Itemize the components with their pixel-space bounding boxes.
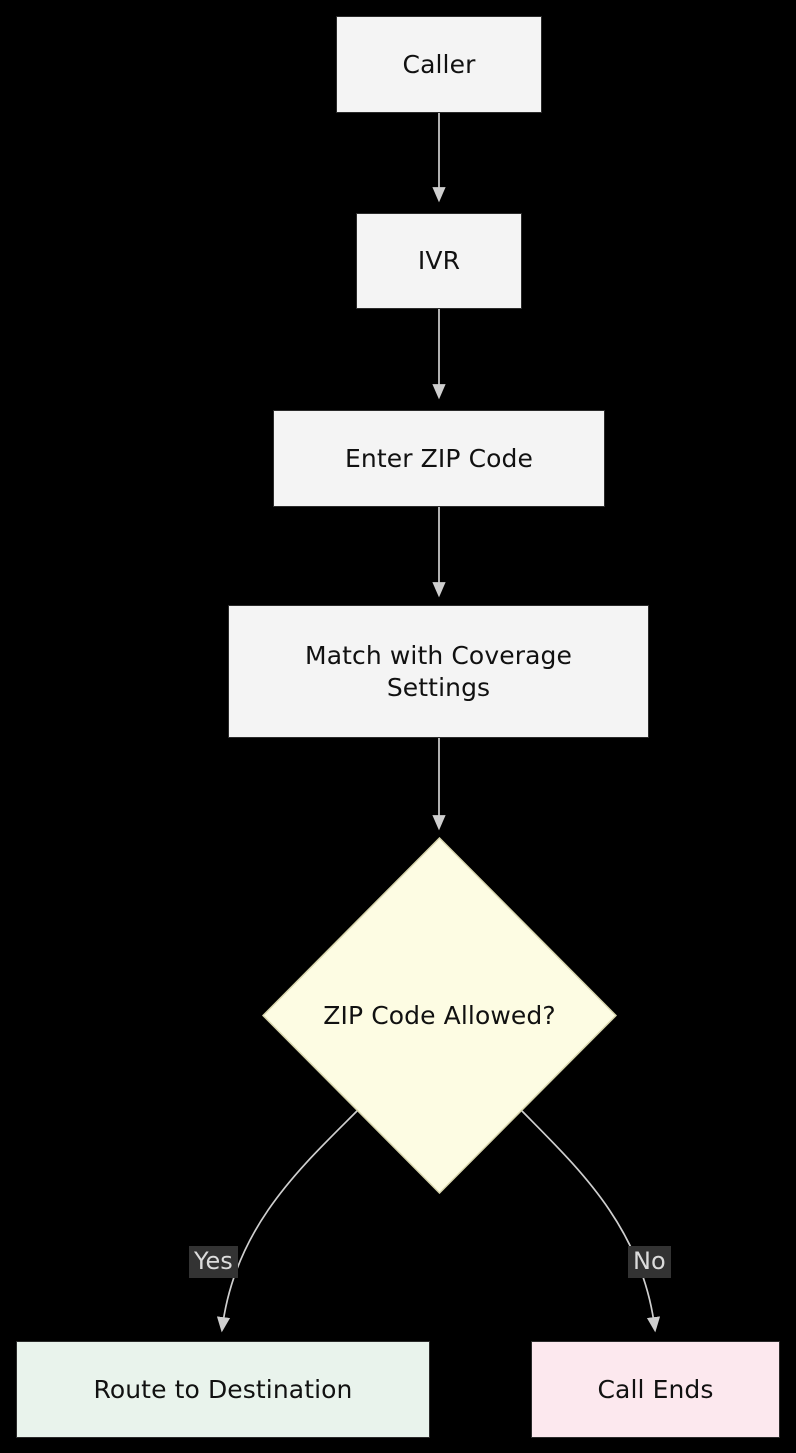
node-ivr-label: IVR [417,246,461,275]
node-enter-zip-code[interactable]: Enter ZIP Code [273,410,605,507]
node-call-ends[interactable]: Call Ends [531,1341,780,1438]
edge-label-no: No [628,1246,671,1279]
node-route-to-destination-label: Route to Destination [93,1374,353,1404]
node-call-ends-label: Call Ends [597,1374,714,1404]
node-match-coverage-settings[interactable]: Match with Coverage Settings [228,605,649,738]
node-enter-zip-code-label: Enter ZIP Code [345,443,533,473]
node-route-to-destination[interactable]: Route to Destination [16,1341,430,1438]
node-caller[interactable]: Caller [336,16,542,113]
edge-label-yes: Yes [189,1246,238,1279]
diamond-shape [262,837,617,1194]
node-caller-label: Caller [402,49,476,79]
node-zip-code-allowed-decision[interactable]: ZIP Code Allowed? [262,837,617,1194]
node-ivr[interactable]: IVR [356,213,522,309]
node-match-coverage-settings-label: Match with Coverage Settings [305,640,572,702]
node-zip-code-allowed-label: ZIP Code Allowed? [323,1001,556,1030]
